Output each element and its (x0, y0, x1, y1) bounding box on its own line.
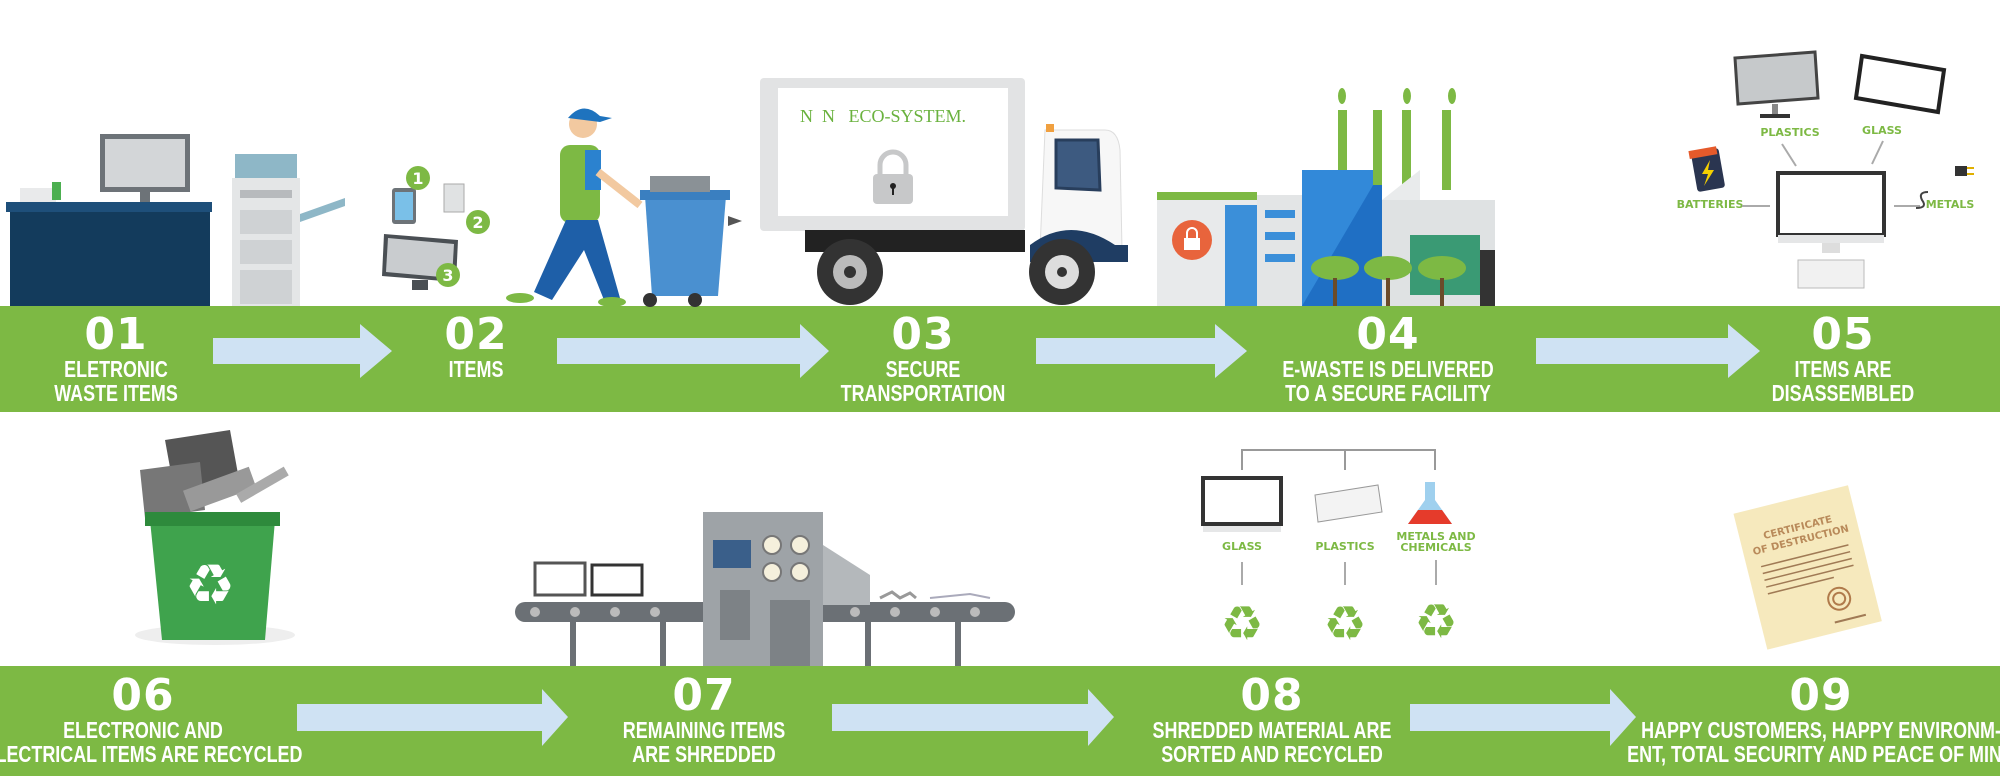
recycle-icon: ♻ (1323, 596, 1366, 652)
certificate-of-destruction-illustration: CERTIFICATE OF DESTRUCTION (1733, 485, 1882, 650)
step-label-line1: SECURE (885, 356, 961, 382)
step-number: 02 (444, 309, 508, 360)
step-01: 01 ELETRONIC WASTE ITEMS (37, 309, 195, 406)
label-glass: GLASS (1862, 124, 1902, 137)
step-label-line2: ARE SHREDDED (632, 741, 776, 767)
step-label-line1: ELECTRONIC AND (63, 717, 223, 743)
arrow-8-9 (1410, 689, 1636, 746)
recycling-bin-illustration: ♻ (135, 430, 295, 645)
label-batteries: BATTERIES (1677, 198, 1744, 211)
sorting-illustration: GLASS PLASTICS METALS AND CHEMICALS ♻ ♻ … (1201, 449, 1476, 652)
flask-icon (1408, 482, 1452, 524)
worker-with-bin-illustration (506, 108, 742, 307)
step-label-line2: DISASSEMBLED (1771, 380, 1915, 406)
arrow-6-7 (297, 689, 568, 746)
step-label-line1: E-WASTE IS DELIVERED (1282, 356, 1494, 382)
step-label-line1: ITEMS (448, 356, 504, 382)
step-05: 05 ITEMS ARE DISASSEMBLED (1752, 309, 1935, 406)
recycle-icon: ♻ (1220, 596, 1263, 652)
step-number: 01 (84, 309, 148, 360)
badge-1: 1 (412, 169, 423, 188)
arrow-2-3 (557, 324, 829, 378)
step-label-line2: TRANSPORTATION (840, 380, 1006, 406)
shredder-conveyor-illustration (515, 512, 1015, 666)
office-desk-illustration (6, 134, 345, 306)
step-label-line1: ITEMS ARE (1794, 356, 1892, 382)
step-label-line1: ELETRONIC (64, 356, 168, 382)
step-label-line1: HAPPY CUSTOMERS, HAPPY ENVIRONM- (1641, 717, 2000, 743)
step-label-line2: TO A SECURE FACILITY (1285, 380, 1491, 406)
label-plastics: PLASTICS (1315, 540, 1374, 553)
label-metals: METALS (1926, 198, 1975, 211)
step-label-line2: ELECTRICAL ITEMS ARE RECYCLED (0, 741, 303, 767)
step-label-line1: REMAINING ITEMS (622, 717, 786, 743)
devices-illustration: 1 2 3 (382, 166, 490, 290)
step-label-line2: WASTE ITEMS (54, 380, 178, 406)
label-metals-line2: CHEMICALS (1400, 541, 1471, 554)
step-09: 09 HAPPY CUSTOMERS, HAPPY ENVIRONM- ENT,… (1572, 670, 2000, 767)
arrow-7-8 (832, 689, 1114, 746)
battery-icon (1688, 146, 1725, 192)
lock-icon (873, 149, 913, 204)
step-04: 04 E-WASTE IS DELIVERED TO A SECURE FACI… (1253, 309, 1524, 406)
step-07: 07 REMAINING ITEMS ARE SHREDDED (600, 670, 808, 767)
badge-3: 3 (442, 266, 453, 285)
step-number: 03 (891, 309, 955, 360)
step-number: 04 (1356, 309, 1420, 360)
step-08: 08 SHREDDED MATERIAL ARE SORTED AND RECY… (1119, 670, 1425, 767)
recycle-icon: ♻ (185, 553, 235, 618)
step-03: 03 SECURE TRANSPORTATION (817, 309, 1028, 406)
step-06: 06 ELECTRONIC AND ELECTRICAL ITEMS ARE R… (0, 670, 347, 767)
arrow-4-5 (1536, 324, 1760, 378)
label-glass: GLASS (1222, 540, 1262, 553)
label-metals-line1: METALS AND (1396, 530, 1475, 543)
step-label-line2: SORTED AND RECYCLED (1161, 741, 1383, 767)
seal-icon (1827, 586, 1852, 611)
step-label-line1: SHREDDED MATERIAL ARE (1152, 717, 1392, 743)
step-02: 02 ITEMS (441, 309, 511, 382)
step-number: 07 (672, 670, 736, 721)
secure-facility-illustration (1157, 88, 1495, 306)
plug-icon (1915, 166, 1974, 209)
step-number: 05 (1811, 309, 1875, 360)
arrow-3-4 (1036, 324, 1247, 378)
disassembly-illustration: PLASTICS GLASS BATTERIES METALS (1677, 50, 1975, 289)
recycle-icon: ♻ (1414, 594, 1457, 650)
label-plastics: PLASTICS (1760, 126, 1819, 139)
step-number: 08 (1240, 670, 1304, 721)
step-label-line2: ENT, TOTAL SECURITY AND PEACE OF MIND (1627, 741, 2000, 767)
truck-illustration: N N ECO-SYSTEM. (760, 78, 1128, 305)
step-number: 09 (1789, 670, 1853, 721)
arrow-1-2 (213, 324, 392, 378)
badge-2: 2 (472, 213, 483, 232)
step-number: 06 (111, 670, 175, 721)
truck-brand-text: N N ECO-SYSTEM. (800, 106, 966, 126)
